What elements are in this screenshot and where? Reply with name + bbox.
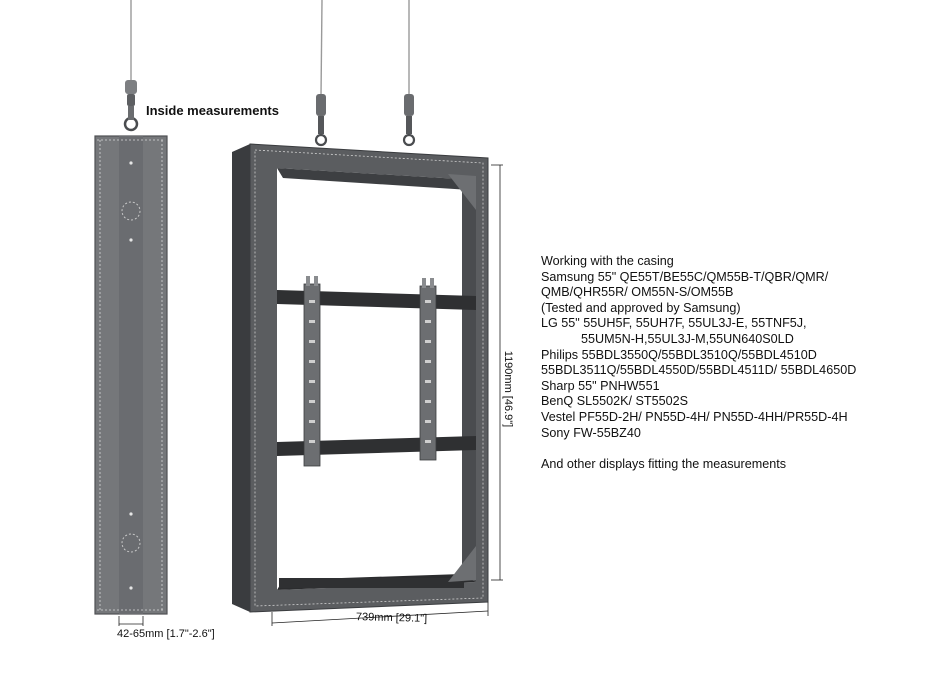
- compatibility-line: (Tested and approved by Samsung): [541, 300, 741, 315]
- casing-opening: [277, 168, 476, 590]
- access-hole-icon: [121, 533, 141, 553]
- compatibility-line: Sharp 55" PNHW551: [541, 378, 660, 393]
- compatibility-line: Philips 55BDL3550Q/55BDL3510Q/55BDL4510D: [541, 347, 817, 362]
- compatibility-list: Working with the casing Samsung 55" QE55…: [541, 254, 856, 472]
- vesa-bracket-left: [303, 276, 321, 467]
- suspension-hook: [123, 80, 139, 132]
- suspension-wire: [320, 0, 323, 97]
- compatibility-footer: And other displays fitting the measureme…: [541, 456, 787, 471]
- width-dimension-line: [271, 610, 489, 624]
- compatibility-line: Samsung 55" QE55T/BE55C/QM55B-T/QBR/QMR/: [541, 269, 829, 284]
- side-view: [94, 0, 168, 626]
- compatibility-line: QMB/QHR55R/ OM55N-S/OM55B: [541, 285, 734, 300]
- compatibility-line: LG 55" 55UH5F, 55UH7F, 55UL3J-E, 55TNF5J…: [541, 316, 807, 331]
- depth-dimension-label: 42-65mm [1.7"-2.6"]: [117, 628, 215, 640]
- compatibility-line: Sony FW-55BZ40: [541, 425, 641, 440]
- compatibility-line: 55BDL3511Q/55BDL4550D/55BDL4511D/ 55BDL4…: [541, 363, 857, 378]
- width-dimension-label: 739mm [29.1"]: [355, 611, 428, 625]
- suspension-hook: [314, 94, 328, 147]
- casing-side-depth: [232, 144, 250, 612]
- compatibility-line: BenQ SL5502K/ ST5502S: [541, 394, 689, 409]
- compatibility-line: Working with the casing: [541, 254, 674, 268]
- suspension-hook: [402, 94, 416, 147]
- bottom-vent: [279, 578, 464, 588]
- height-dimension-label: 1190mm [46.9"]: [502, 350, 514, 428]
- spacer: [541, 441, 856, 457]
- inside-measurements-heading: Inside measurements: [146, 103, 279, 118]
- compatibility-line: Vestel PF55D-2H/ PN55D-4H/ PN55D-4HH/PR5…: [541, 409, 848, 424]
- compatibility-line: 55UM5N-H,55UL3J-M,55UN640S0LD: [581, 331, 794, 346]
- vesa-bracket-right: [419, 278, 437, 461]
- front-view: [232, 0, 503, 626]
- access-hole-icon: [121, 201, 141, 221]
